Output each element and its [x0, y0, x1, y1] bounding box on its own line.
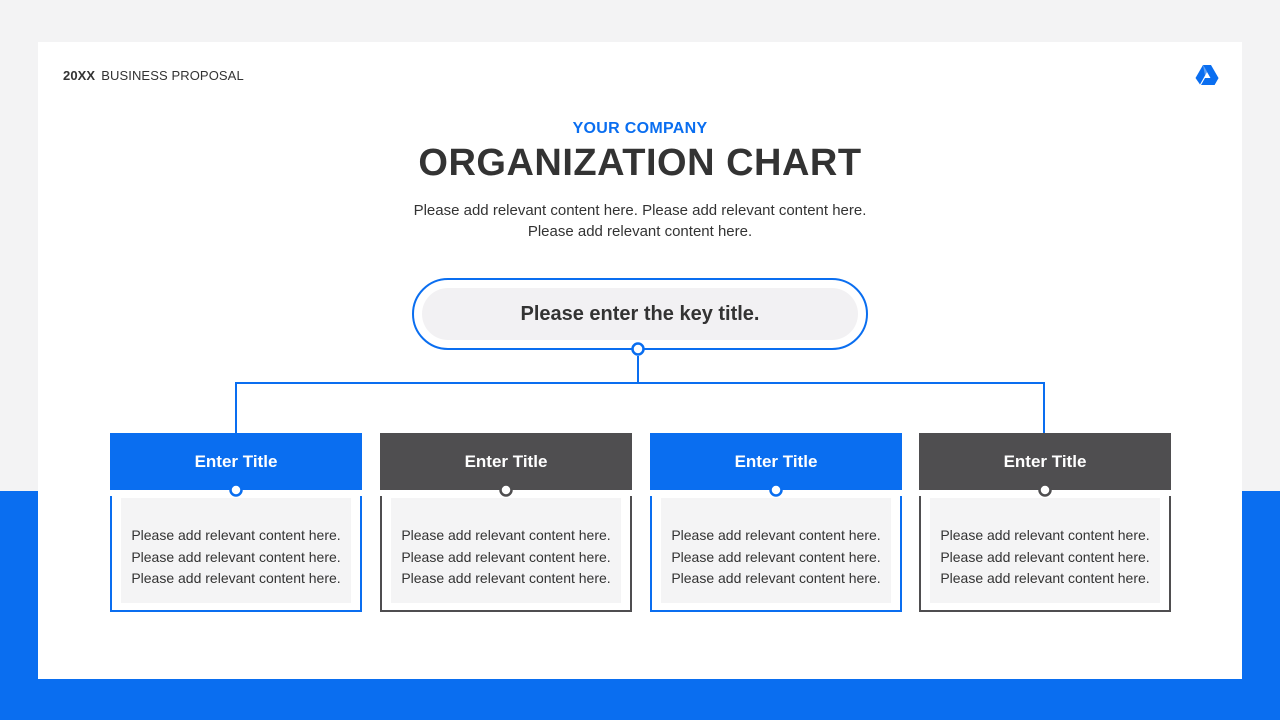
org-box-content: Please add relevant content here. Please…	[930, 498, 1160, 603]
header-title: BUSINESS PROPOSAL	[101, 68, 244, 83]
org-box-content: Please add relevant content here. Please…	[661, 498, 891, 603]
subtitle-line-1: Please add relevant content here. Please…	[413, 202, 867, 219]
subtitle-line-2: Please add relevant content here.	[527, 223, 753, 240]
org-box-line: Please add relevant content here.	[131, 527, 341, 543]
org-box-title: Enter Title	[380, 433, 632, 490]
subtitle: Please add relevant content here. Please…	[390, 200, 890, 242]
org-box-line: Please add relevant content here.	[401, 548, 611, 565]
company-name: YOUR COMPANY	[572, 120, 708, 137]
org-box-content: Please add relevant content here. Please…	[391, 498, 621, 603]
org-box-body: Please add relevant content here. Please…	[650, 496, 902, 612]
key-connector-dot	[631, 342, 645, 356]
slide-card: 20XX BUSINESS PROPOSAL YOUR COMPANY ORGAN…	[38, 42, 1242, 679]
drive-triangle-icon	[1195, 65, 1219, 85]
org-box-1[interactable]: Enter Title Please add relevant content …	[110, 433, 362, 612]
org-box-title: Enter Title	[650, 433, 902, 490]
org-box-line: Please add relevant content here.	[131, 570, 341, 586]
box-connector-dots	[229, 483, 1052, 497]
org-box-4[interactable]: Enter Title Please add relevant content …	[919, 433, 1171, 612]
org-box-body: Please add relevant content here. Please…	[380, 496, 632, 612]
key-title-text: Please enter the key title.	[422, 288, 858, 340]
org-box-line: Please add relevant content here.	[131, 548, 341, 565]
org-box-body: Please add relevant content here. Please…	[110, 496, 362, 612]
page-title: ORGANIZATION CHART	[418, 142, 862, 184]
box-1-dot	[229, 483, 243, 497]
org-box-3[interactable]: Enter Title Please add relevant content …	[650, 433, 902, 612]
org-box-line: Please add relevant content here.	[671, 527, 881, 543]
org-box-line: Please add relevant content here.	[671, 570, 881, 586]
org-box-body: Please add relevant content here. Please…	[919, 496, 1171, 612]
connector-dots	[631, 342, 645, 356]
org-box-line: Please add relevant content here.	[940, 527, 1150, 543]
box-2-dot	[499, 483, 513, 497]
connector-lines	[235, 356, 1045, 434]
org-box-content: Please add relevant content here. Please…	[121, 498, 351, 603]
box-4-dot	[1038, 483, 1052, 497]
header-label: 20XX BUSINESS PROPOSAL	[63, 68, 244, 83]
box-3-dot	[769, 483, 783, 497]
org-box-line: Please add relevant content here.	[940, 570, 1150, 586]
org-box-title: Enter Title	[919, 433, 1171, 490]
org-box-title: Enter Title	[110, 433, 362, 490]
org-box-line: Please add relevant content here.	[940, 548, 1150, 565]
org-box-line: Please add relevant content here.	[401, 570, 611, 586]
org-box-line: Please add relevant content here.	[671, 548, 881, 565]
org-box-2[interactable]: Enter Title Please add relevant content …	[380, 433, 632, 612]
header-year: 20XX	[63, 68, 96, 83]
key-title-node[interactable]: Please enter the key title.	[412, 278, 868, 350]
org-box-line: Please add relevant content here.	[401, 527, 611, 543]
